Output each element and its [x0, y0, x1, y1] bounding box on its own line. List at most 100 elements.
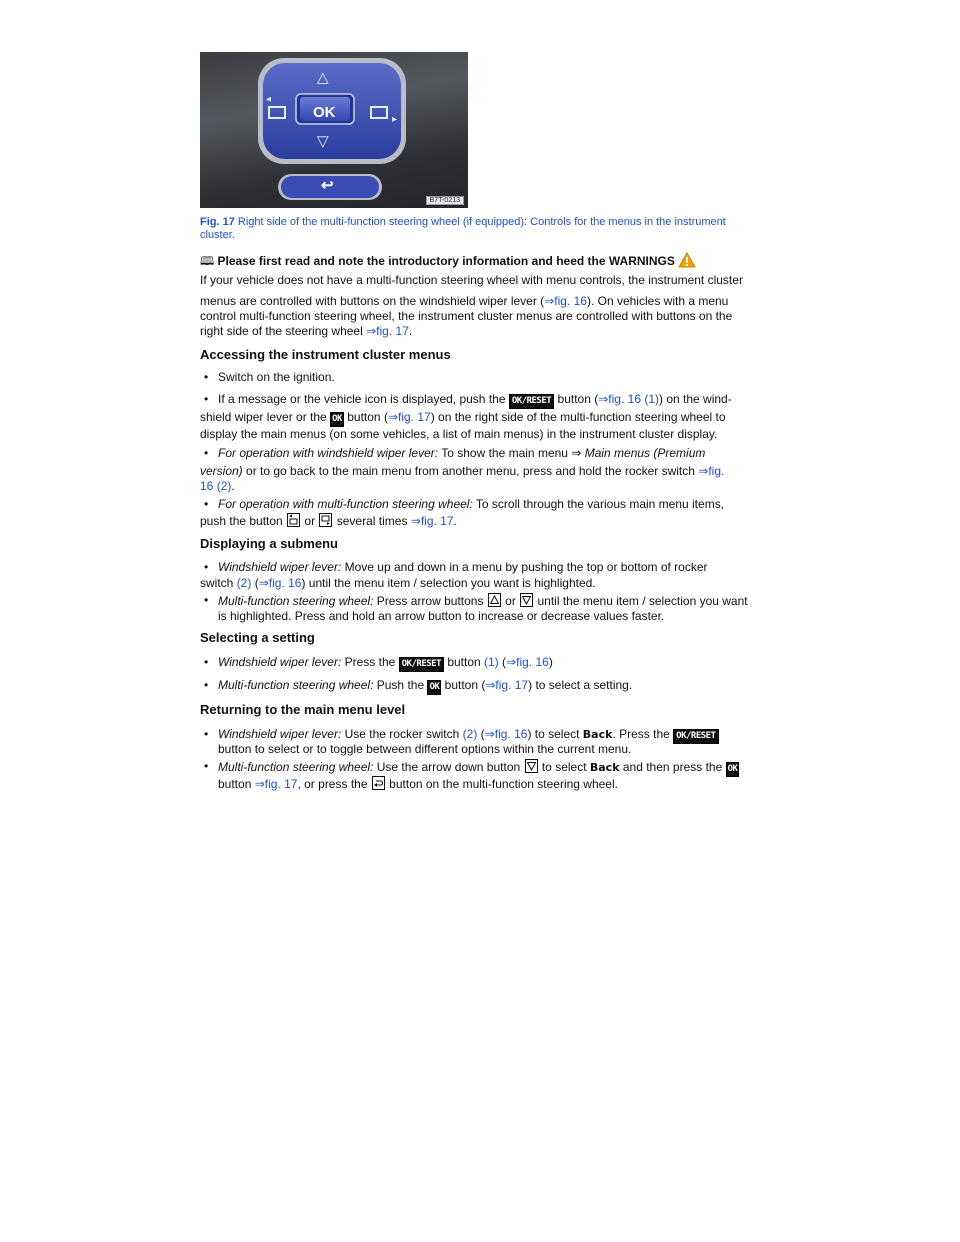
- bullet: •: [204, 497, 209, 511]
- text: or to go back to the main menu from anot…: [242, 464, 699, 478]
- submenu-b1-line2: switch (2) (⇒fig. 16) until the menu ite…: [200, 576, 740, 591]
- bullet: •: [204, 759, 209, 773]
- intro-line-2: menus are controlled with buttons on the…: [200, 294, 760, 324]
- ref-2: (2): [216, 479, 232, 493]
- section-heading-accessing: Accessing the instrument cluster menus: [200, 347, 451, 362]
- text: push the button: [200, 514, 287, 528]
- intro-heading-text: Please first read and note the introduct…: [217, 254, 675, 268]
- screen-scroll-right-icon: [319, 513, 333, 527]
- accessing-b3-line2: version) or to go back to the main menu …: [200, 464, 740, 494]
- fig16-link[interactable]: fig. 16: [554, 294, 587, 308]
- returning-b1-line1: Windshield wiper lever: Use the rocker s…: [218, 727, 758, 744]
- ok-key: OK: [330, 412, 344, 427]
- bullet: •: [204, 678, 209, 692]
- fig16-link[interactable]: fig. 16: [200, 464, 725, 493]
- fig17-link[interactable]: fig. 17: [495, 678, 529, 692]
- text-italic: Multi-function steering wheel:: [218, 760, 374, 774]
- arrow-ref: ⇒: [485, 678, 496, 692]
- ok-reset-key: OK/RESET: [508, 394, 555, 409]
- text: button on the multi-function steering wh…: [385, 777, 618, 791]
- figure-label: Fig. 17: [200, 216, 235, 228]
- fig16-1-link[interactable]: fig. 16 (1): [608, 392, 659, 406]
- bullet: •: [204, 593, 209, 607]
- fig17-link[interactable]: fig. 17: [264, 777, 298, 791]
- fig16-link[interactable]: fig. 16: [268, 576, 302, 590]
- intro-text-b: ). On vehicles with a menu control multi…: [200, 294, 733, 323]
- text: or: [501, 594, 520, 608]
- returning-b2-line2: button ⇒fig. 17, or press the button on …: [218, 776, 758, 792]
- text: button (: [441, 678, 486, 692]
- intro-heading: 🕮 Please first read and note the introdu…: [200, 251, 760, 272]
- bullet: •: [204, 392, 209, 406]
- ok-reset-key: OK/RESET: [398, 657, 444, 672]
- arrow-ref: ⇒: [254, 777, 265, 791]
- text: ) until the menu item / selection you wa…: [301, 576, 596, 590]
- text-italic: For operation with multi-function steeri…: [218, 497, 473, 511]
- screen-right-icon: [370, 106, 388, 119]
- bullet: •: [204, 727, 209, 741]
- back-label: Back: [582, 728, 613, 741]
- arrow-ref: ⇒: [258, 576, 269, 590]
- ok-key: OK: [725, 762, 740, 777]
- arrow-ref: ⇒: [410, 514, 421, 528]
- text-italic: Windshield wiper lever:: [218, 655, 342, 669]
- intro-period: .: [408, 324, 413, 338]
- ok-key: OK: [427, 680, 442, 695]
- returning-b1-line2: button to select or to toggle between di…: [218, 742, 632, 756]
- text: until the menu item / selection you want…: [218, 594, 748, 623]
- text: button (: [554, 392, 599, 406]
- setting-b1: Windshield wiper lever: Press the OK/RES…: [218, 655, 758, 672]
- text-italic: Multi-function steering wheel:: [218, 594, 374, 608]
- arrow-down-button-icon: [524, 759, 538, 773]
- text: ) to select: [527, 727, 583, 741]
- fig17-link[interactable]: fig. 17: [398, 410, 431, 424]
- intro-text: menus are controlled with buttons on the…: [200, 294, 545, 308]
- screen-left-icon: [268, 106, 286, 119]
- setting-b2: Multi-function steering wheel: Push the …: [218, 678, 758, 695]
- ok-reset-key: OK/RESET: [673, 729, 719, 744]
- text: Press arrow buttons: [373, 594, 487, 608]
- bullet: •: [204, 655, 209, 669]
- text-italic: Windshield wiper lever:: [218, 560, 342, 574]
- text-italic: Multi-function steering wheel:: [218, 678, 374, 692]
- arrow-down-button-icon: [520, 593, 534, 607]
- section-heading-submenu: Displaying a submenu: [200, 536, 338, 551]
- fig17-link[interactable]: fig. 17: [420, 514, 454, 528]
- fig17-link[interactable]: fig. 17: [376, 324, 409, 338]
- returning-b2-line1: Multi-function steering wheel: Use the a…: [218, 759, 758, 777]
- text: several times: [333, 514, 411, 528]
- ref-2: (2): [236, 576, 252, 590]
- arrow-ref: ⇒: [598, 392, 609, 406]
- text: To show the main menu: [438, 446, 572, 460]
- text: , or press the: [297, 777, 371, 791]
- text: Use the rocker switch: [341, 727, 463, 741]
- back-label: Back: [589, 761, 620, 774]
- text: Move up and down in a menu by pushing th…: [341, 560, 708, 574]
- book-icon: 🕮: [200, 254, 215, 268]
- arrow-ref: ⇒: [698, 464, 709, 478]
- text: button: [218, 777, 255, 791]
- right-arrow-icon: ▸: [392, 114, 398, 125]
- intro-line-4: right side of the steering wheel ⇒fig. 1…: [200, 324, 760, 339]
- up-arrow-icon: △: [317, 69, 329, 86]
- down-arrow-icon: ▽: [317, 133, 329, 150]
- arrow-up-button-icon: [487, 593, 501, 607]
- section-heading-setting: Selecting a setting: [200, 630, 315, 645]
- bullet: •: [204, 446, 209, 460]
- bullet: •: [204, 370, 209, 384]
- text: ): [548, 655, 553, 669]
- text: . Press the: [612, 727, 674, 741]
- arrow-ref: ⇒: [544, 294, 555, 308]
- text: to select: [538, 760, 590, 774]
- arrow-ref: ⇒: [366, 324, 377, 338]
- figure-caption: Fig. 17 Right side of the multi-function…: [200, 216, 740, 242]
- fig16-link[interactable]: fig. 16: [516, 655, 549, 669]
- bullet: •: [204, 560, 209, 574]
- accessing-b2-line1: If a message or the vehicle icon is disp…: [218, 392, 758, 409]
- intro-line-1: If your vehicle does not have a multi-fu…: [200, 273, 743, 287]
- fig16-link[interactable]: fig. 16: [494, 727, 528, 741]
- text-italic: Windshield wiper lever:: [218, 727, 342, 741]
- accessing-b3-line1: For operation with windshield wiper leve…: [218, 446, 758, 461]
- text: button: [444, 655, 485, 669]
- text: button (: [343, 410, 388, 424]
